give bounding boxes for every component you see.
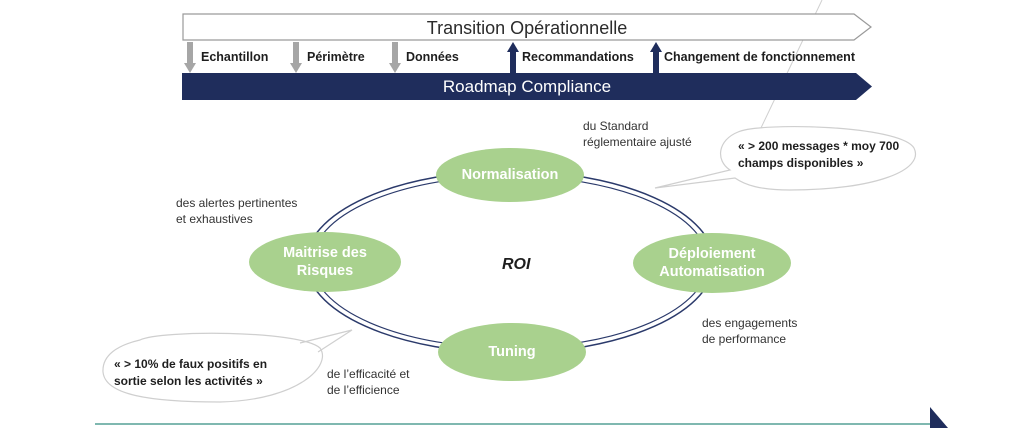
- step-changement: Changement de fonctionnement: [664, 50, 855, 64]
- node-normalisation: Normalisation: [436, 148, 584, 202]
- step-perimetre: Périmètre: [307, 50, 365, 64]
- roadmap-banner-title: Roadmap Compliance: [442, 77, 612, 96]
- transition-banner-shape: [182, 13, 872, 41]
- step-echantillon: Echantillon: [201, 50, 269, 64]
- callout-right-shape: [654, 125, 917, 191]
- up-arrow-icon: [650, 42, 662, 74]
- step-recommandations: Recommandations: [522, 50, 634, 64]
- bottom-corner-triangle: [930, 407, 948, 428]
- down-arrow-icon: [290, 42, 302, 73]
- step-donnees: Données: [406, 50, 459, 64]
- up-arrow-icon: [507, 42, 519, 74]
- down-arrow-icon: [389, 42, 401, 73]
- node-tuning: Tuning: [438, 323, 586, 381]
- callout-left-shape: [102, 329, 353, 403]
- center-roi-label: ROI: [502, 256, 531, 273]
- roadmap-banner-shape: [182, 73, 872, 100]
- down-arrow-icon: [184, 42, 196, 73]
- transition-banner-title: Transition Opérationnelle: [426, 18, 628, 38]
